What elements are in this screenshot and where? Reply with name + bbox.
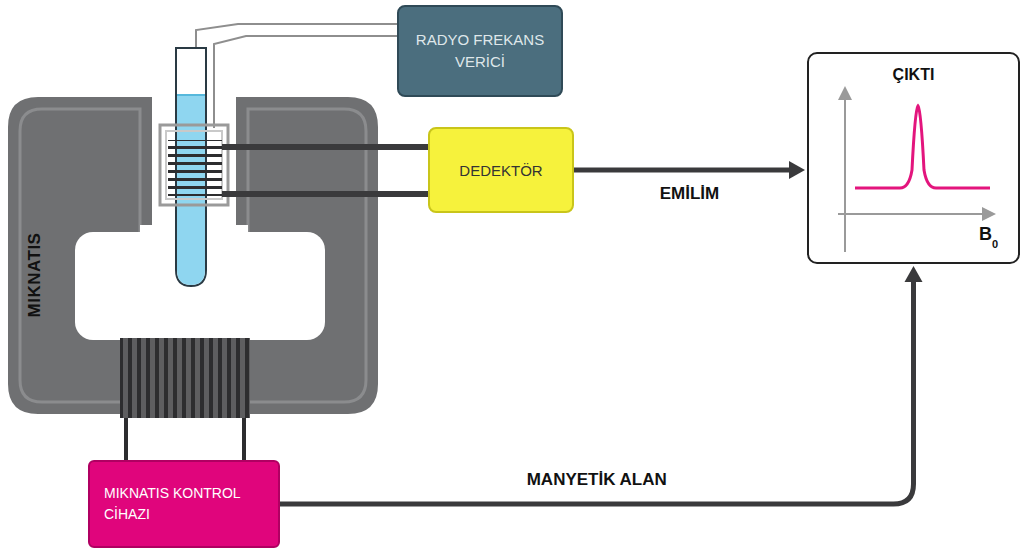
signal-arrow <box>280 266 923 504</box>
detector-wire <box>222 144 430 150</box>
axis-label: B <box>979 224 992 245</box>
rf-wire <box>214 36 398 128</box>
rf-coil-frame <box>160 125 228 205</box>
magnet-coil <box>120 338 250 418</box>
node-text: ÇIKTI <box>893 66 935 84</box>
edge-label: MANYETİK ALAN <box>524 470 670 490</box>
edge-label: EMİLİM <box>657 184 723 204</box>
axis-subscript: 0 <box>992 238 998 250</box>
rf-coil <box>168 140 222 196</box>
output-plot <box>838 86 996 252</box>
node-text: MIKNATIS KONTROL CİHAZI <box>104 483 264 525</box>
magnet: MIKNATIS <box>8 97 378 414</box>
detector-wire <box>222 191 430 197</box>
signal-arrow <box>574 161 805 179</box>
node-text: MIKNATIS <box>25 233 45 318</box>
node-text: DEDEKTÖR <box>459 162 542 179</box>
detector-box: DEDEKTÖR <box>428 127 574 213</box>
node-text: RADYO FREKANS VERİCİ <box>413 29 547 74</box>
magnet-control-box: MIKNATIS KONTROL CİHAZI <box>88 460 280 548</box>
rf-transmitter-box: RADYO FREKANS VERİCİ <box>397 5 563 97</box>
